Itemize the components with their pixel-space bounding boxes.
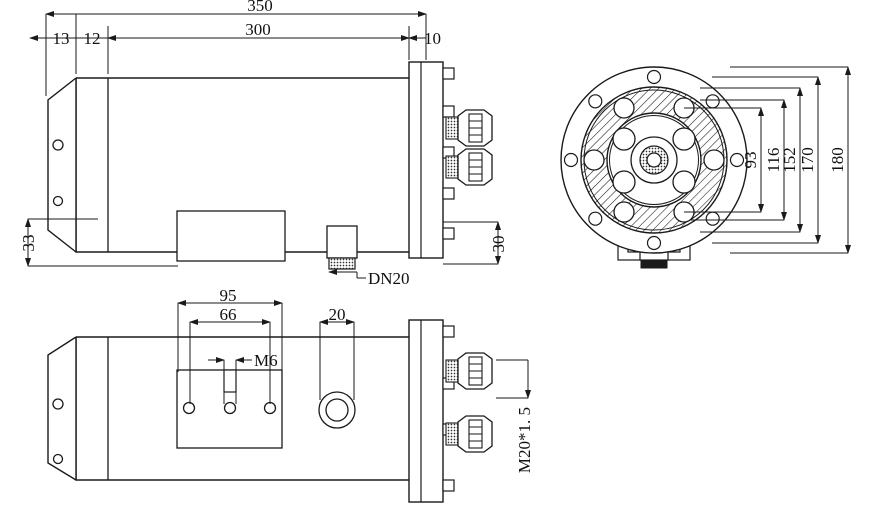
hub-outer-circle	[606, 112, 702, 208]
side-view-top	[47, 61, 493, 270]
dim-12: 12	[84, 29, 101, 48]
center-bore	[639, 145, 669, 175]
m6-slot	[223, 369, 237, 393]
mount-hole-center	[223, 401, 237, 415]
bottom-endcap-hole-lower	[52, 453, 64, 465]
mount-hole-left	[182, 401, 196, 415]
dim-m20-thread: M20*1. 5	[515, 407, 534, 473]
dim-152: 152	[780, 147, 799, 173]
dimensions-top-view	[25, 11, 501, 279]
endcap-hole-lower	[52, 195, 64, 207]
hub-holes	[612, 127, 696, 194]
endcap-hole-upper	[52, 139, 64, 151]
side-view-bottom	[47, 319, 493, 503]
dim-13: 13	[53, 29, 70, 48]
bottom-cable-gland-lower	[445, 415, 493, 453]
ring-outer-circle	[580, 86, 728, 234]
dim-350: 350	[247, 0, 273, 15]
dim-180: 180	[828, 147, 847, 173]
dim-93: 93	[741, 152, 760, 169]
dim-dn20: DN20	[368, 269, 410, 288]
dim-20: 20	[329, 305, 346, 324]
dimensions-bottom-view	[177, 300, 531, 404]
dim-m6: M6	[254, 351, 278, 370]
boss-circle	[318, 391, 356, 429]
dim-95: 95	[220, 286, 237, 305]
dimensions-end-view	[684, 66, 851, 254]
end-view	[560, 66, 748, 269]
dim-33: 33	[19, 235, 38, 252]
bottom-endcap-hole-upper	[52, 398, 64, 410]
dim-66: 66	[220, 305, 237, 324]
bottom-right-flange	[408, 319, 455, 503]
hub-inner-circle	[630, 136, 678, 184]
dim-10: 10	[424, 29, 441, 48]
dim-170: 170	[798, 147, 817, 173]
dim-300: 300	[245, 20, 271, 39]
terminal-box	[176, 210, 286, 262]
bottom-cable-gland-upper	[445, 352, 493, 390]
ring-bolt-holes	[583, 97, 725, 223]
dim-30: 30	[489, 236, 508, 253]
cable-gland-upper	[445, 109, 493, 147]
dim-116: 116	[764, 148, 783, 173]
hub-outer-circle-inner	[609, 115, 699, 205]
dn20-port	[326, 225, 358, 270]
cable-gland-lower	[445, 148, 493, 186]
right-flange	[408, 61, 455, 259]
